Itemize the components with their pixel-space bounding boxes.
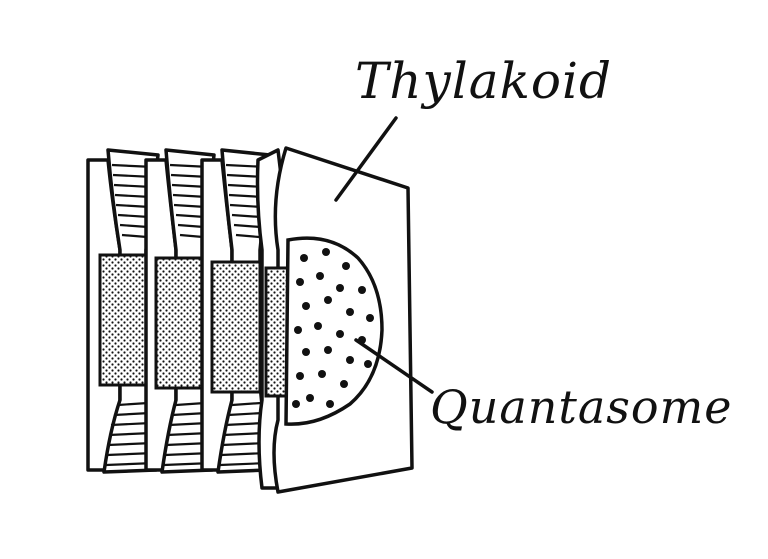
quantasome-region (284, 236, 384, 426)
thylakoid-membrane-3 (200, 148, 272, 474)
thylakoid-label: Thylakoid (355, 52, 612, 110)
quantasome-leader-line (354, 338, 434, 394)
thylakoid-leader-line (334, 116, 398, 202)
quantasome-label: Quantasome (430, 380, 733, 434)
